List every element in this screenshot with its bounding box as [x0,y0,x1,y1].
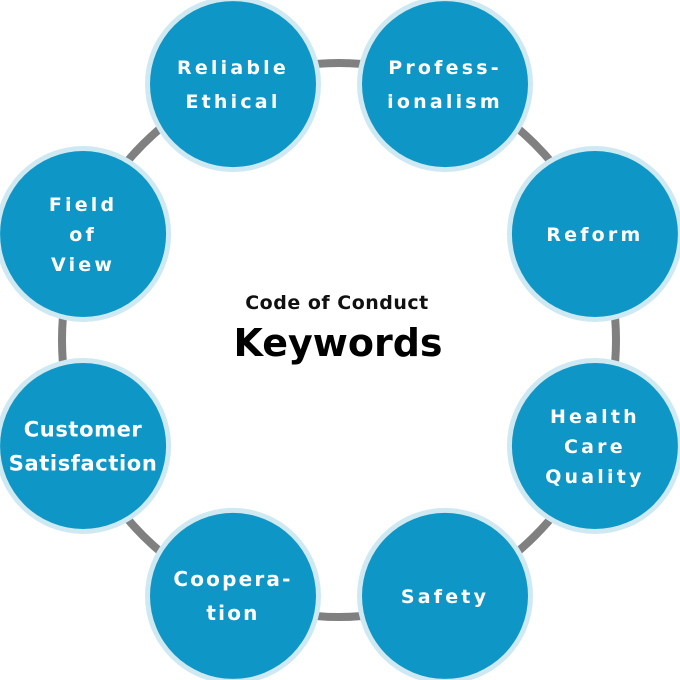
node-label-line: View [51,254,115,276]
node-label-line: Ethical [185,91,280,113]
node-label-line: Satisfaction [9,452,158,476]
node-label-line: Care [564,436,626,458]
node-label-line: Reform [546,224,643,246]
node-circle [511,150,678,317]
keyword-node-safety: Safety [357,507,533,680]
node-label-line: Coopera- [173,567,292,591]
center-title: Keywords [233,321,442,365]
keyword-node-reform: Reform [506,146,680,322]
node-circle [511,363,678,530]
node-label-line: Health [550,406,640,428]
node-label-line: Safety [401,586,489,608]
node-label-line: Profess- [388,57,502,79]
keyword-node-cooperation: Coopera-tion [145,507,321,680]
node-label-line: tion [206,601,259,625]
center-subtitle: Code of Conduct [245,292,429,314]
node-circle [0,150,167,317]
node-circle [362,1,529,168]
node-circle [149,1,316,168]
node-label-line: Quality [545,466,644,488]
connector-ring [58,59,620,621]
node-circle [362,512,529,679]
node-label-line: ionalism [387,91,503,113]
node-label-line: Field [49,194,118,216]
node-label-line: Customer [24,418,143,442]
node-circle [0,363,167,530]
node-circle [149,512,316,679]
node-label-line: Reliable [177,57,289,79]
keyword-node-professionalism: Profess-ionalism [357,0,533,173]
node-label-line: of [69,224,97,246]
